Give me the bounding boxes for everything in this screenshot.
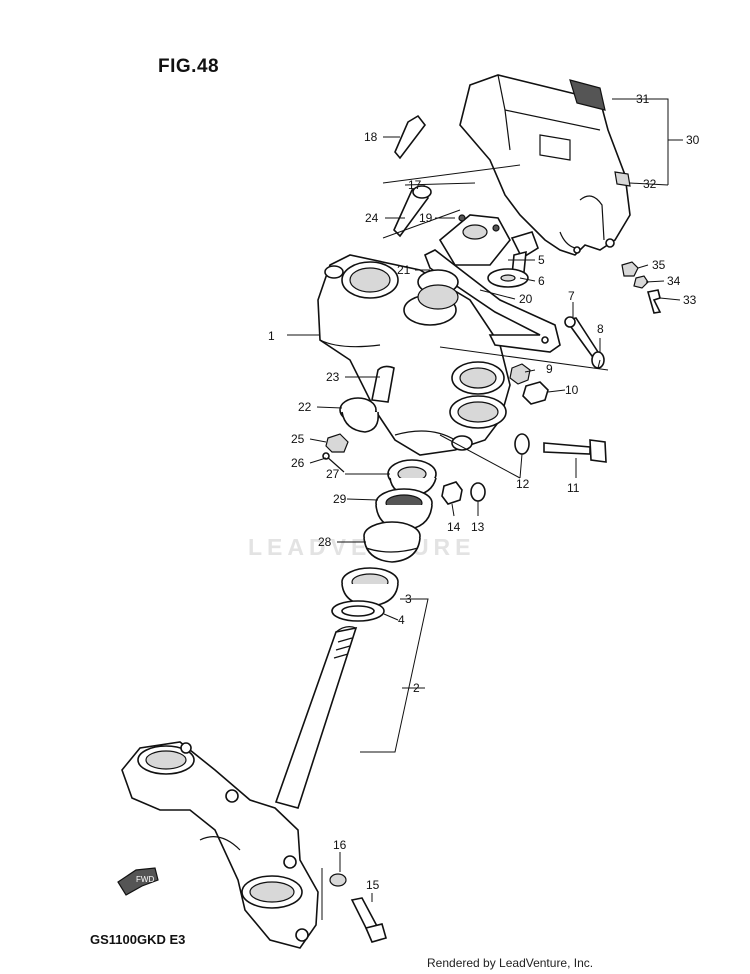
callout-5: 5 — [538, 253, 545, 267]
figure-title: FIG.48 — [158, 56, 220, 77]
callout-12: 12 — [516, 477, 530, 491]
bolt-15 — [350, 897, 387, 943]
callout-26: 26 — [291, 456, 305, 470]
callout-24: 24 — [365, 211, 379, 225]
bolt-5 — [510, 231, 539, 277]
bolt-18 — [394, 114, 427, 160]
callout-1: 1 — [268, 329, 275, 343]
lower-bracket — [121, 741, 319, 949]
washer-22 — [339, 397, 380, 433]
fwd-arrow-icon: FWD — [117, 867, 159, 896]
callout-35: 35 — [652, 258, 666, 272]
bolt-24 — [393, 184, 432, 238]
stem-nut-23 — [371, 365, 395, 403]
steering-stem — [274, 626, 358, 809]
callout-31: 31 — [636, 92, 650, 106]
callout-9: 9 — [546, 362, 553, 376]
callout-20: 20 — [519, 292, 533, 306]
steering-cover — [459, 74, 631, 256]
bearing-28 — [363, 521, 421, 563]
nut-10 — [522, 381, 549, 405]
nut-14 — [441, 481, 463, 505]
bolt-7 — [564, 316, 600, 358]
callout-14: 14 — [447, 520, 461, 534]
bolts-33-34-35 — [621, 261, 662, 314]
callout-22: 22 — [298, 400, 312, 414]
callout-3: 3 — [405, 592, 412, 606]
upper-bracket — [317, 254, 511, 456]
callout-28: 28 — [318, 535, 332, 549]
model-code: GS1100GKD E3 — [90, 932, 186, 947]
bearing-3 — [341, 567, 399, 607]
callout-8: 8 — [597, 322, 604, 336]
stay-bracket — [423, 249, 561, 353]
callout-34: 34 — [667, 274, 681, 288]
washer-4 — [331, 600, 385, 622]
nut-13 — [470, 482, 486, 502]
damper-21 — [417, 269, 459, 310]
leader-lines — [287, 98, 683, 920]
callout-4: 4 — [398, 613, 405, 627]
nut-25 — [325, 433, 349, 453]
emblem-plate — [569, 79, 606, 111]
small-clip — [614, 171, 631, 187]
callout-7: 7 — [568, 289, 575, 303]
callout-11: 11 — [567, 481, 580, 495]
washer-12 — [514, 433, 530, 455]
callout-19: 19 — [419, 211, 433, 225]
nut-9 — [509, 363, 531, 385]
bolt-11 — [543, 439, 607, 463]
fwd-label: FWD — [136, 875, 154, 884]
callout-27: 27 — [326, 467, 340, 481]
render-credit: Rendered by LeadVenture, Inc. — [427, 956, 594, 970]
washer-8 — [591, 351, 605, 369]
pin-26 — [322, 452, 345, 473]
handlebar-holder — [438, 214, 511, 266]
callout-13: 13 — [471, 520, 485, 534]
callout-15: 15 — [366, 878, 380, 892]
callout-32: 32 — [643, 177, 657, 191]
callout-29: 29 — [333, 492, 347, 506]
callout-23: 23 — [326, 370, 340, 384]
callout-18: 18 — [364, 130, 378, 144]
callout-21: 21 — [397, 263, 411, 277]
callout-16: 16 — [333, 838, 347, 852]
callout-30: 30 — [686, 133, 700, 147]
callout-2: 2 — [413, 681, 420, 695]
callout-33: 33 — [683, 293, 697, 307]
callout-10: 10 — [565, 383, 579, 397]
callout-labels: 1 2 3 4 5 6 7 8 9 10 11 12 13 14 15 16 1… — [268, 92, 700, 892]
callout-25: 25 — [291, 432, 305, 446]
callout-6: 6 — [538, 274, 545, 288]
washer-6 — [487, 268, 529, 288]
nut-16 — [329, 873, 347, 887]
watermark: LEADVENTURE — [248, 534, 476, 560]
callout-17: 17 — [408, 178, 422, 192]
